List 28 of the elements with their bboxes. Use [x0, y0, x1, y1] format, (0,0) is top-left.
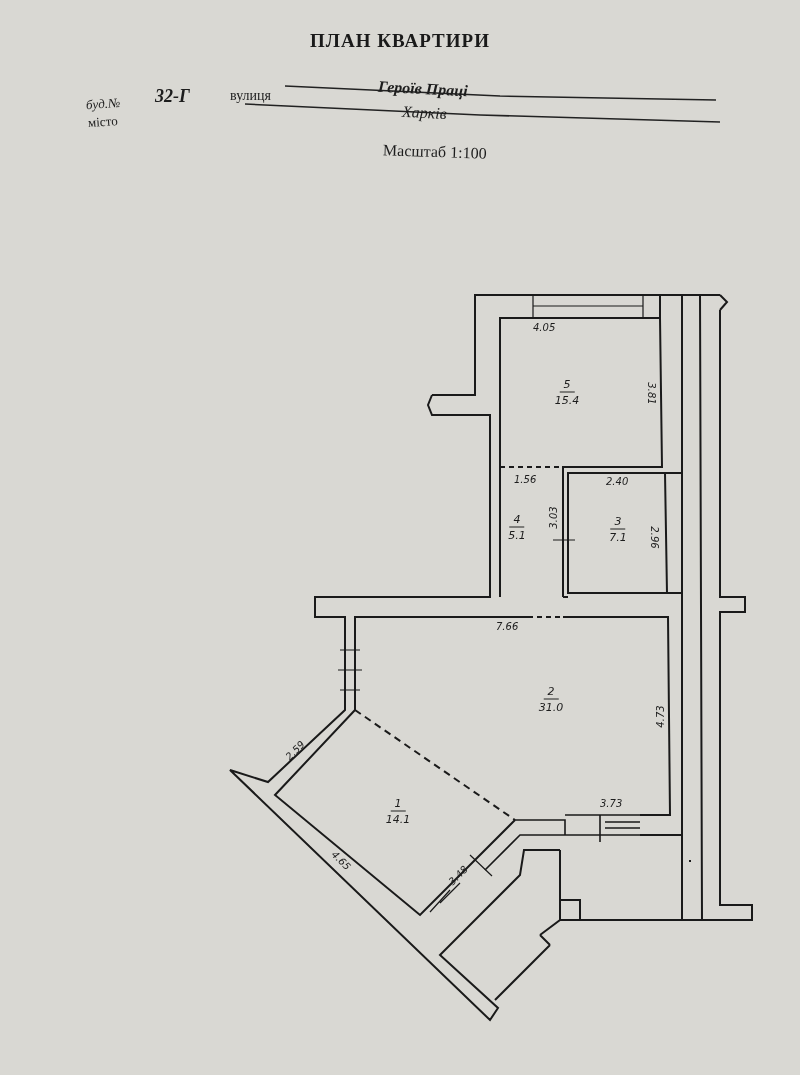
- room-number: 5: [559, 377, 575, 393]
- dimension-label: 2.40: [606, 476, 629, 487]
- dimension-label: 2.96: [648, 526, 660, 549]
- street-caption: вулиця: [230, 88, 271, 104]
- build-number: 32-Г: [155, 86, 190, 107]
- scale-note: Масштаб 1:100: [382, 141, 487, 163]
- room-area-value: 14.1: [385, 811, 411, 826]
- room-number: 3: [610, 514, 626, 530]
- dimension-label: 7.66: [496, 621, 519, 632]
- dimension-label: 3.03: [547, 506, 559, 529]
- room-area-value: 31.0: [538, 699, 564, 714]
- title: ПЛАН КВАРТИРИ: [309, 30, 491, 52]
- dimension-label: 3.73: [600, 798, 623, 809]
- room-number: 4: [509, 512, 525, 528]
- room-number: 1: [390, 796, 406, 812]
- dimension-label: 3.81: [645, 382, 657, 405]
- city-caption: місто: [87, 113, 119, 131]
- room-area-value: 5.1: [508, 527, 526, 542]
- room-area-value: 15.4: [554, 392, 580, 407]
- dimension-label: 4.65: [329, 848, 353, 873]
- street-name: Героїв Праці: [377, 77, 469, 101]
- dimension-label: 1.56: [514, 474, 537, 485]
- room-number: 2: [543, 684, 559, 700]
- city-name: Харків: [401, 102, 448, 124]
- dimension-label: 4.73: [654, 705, 666, 728]
- room-area-value: 7.1: [609, 529, 627, 544]
- dimension-label: 4.05: [533, 322, 556, 333]
- build-number-caption: буд.№: [85, 94, 121, 114]
